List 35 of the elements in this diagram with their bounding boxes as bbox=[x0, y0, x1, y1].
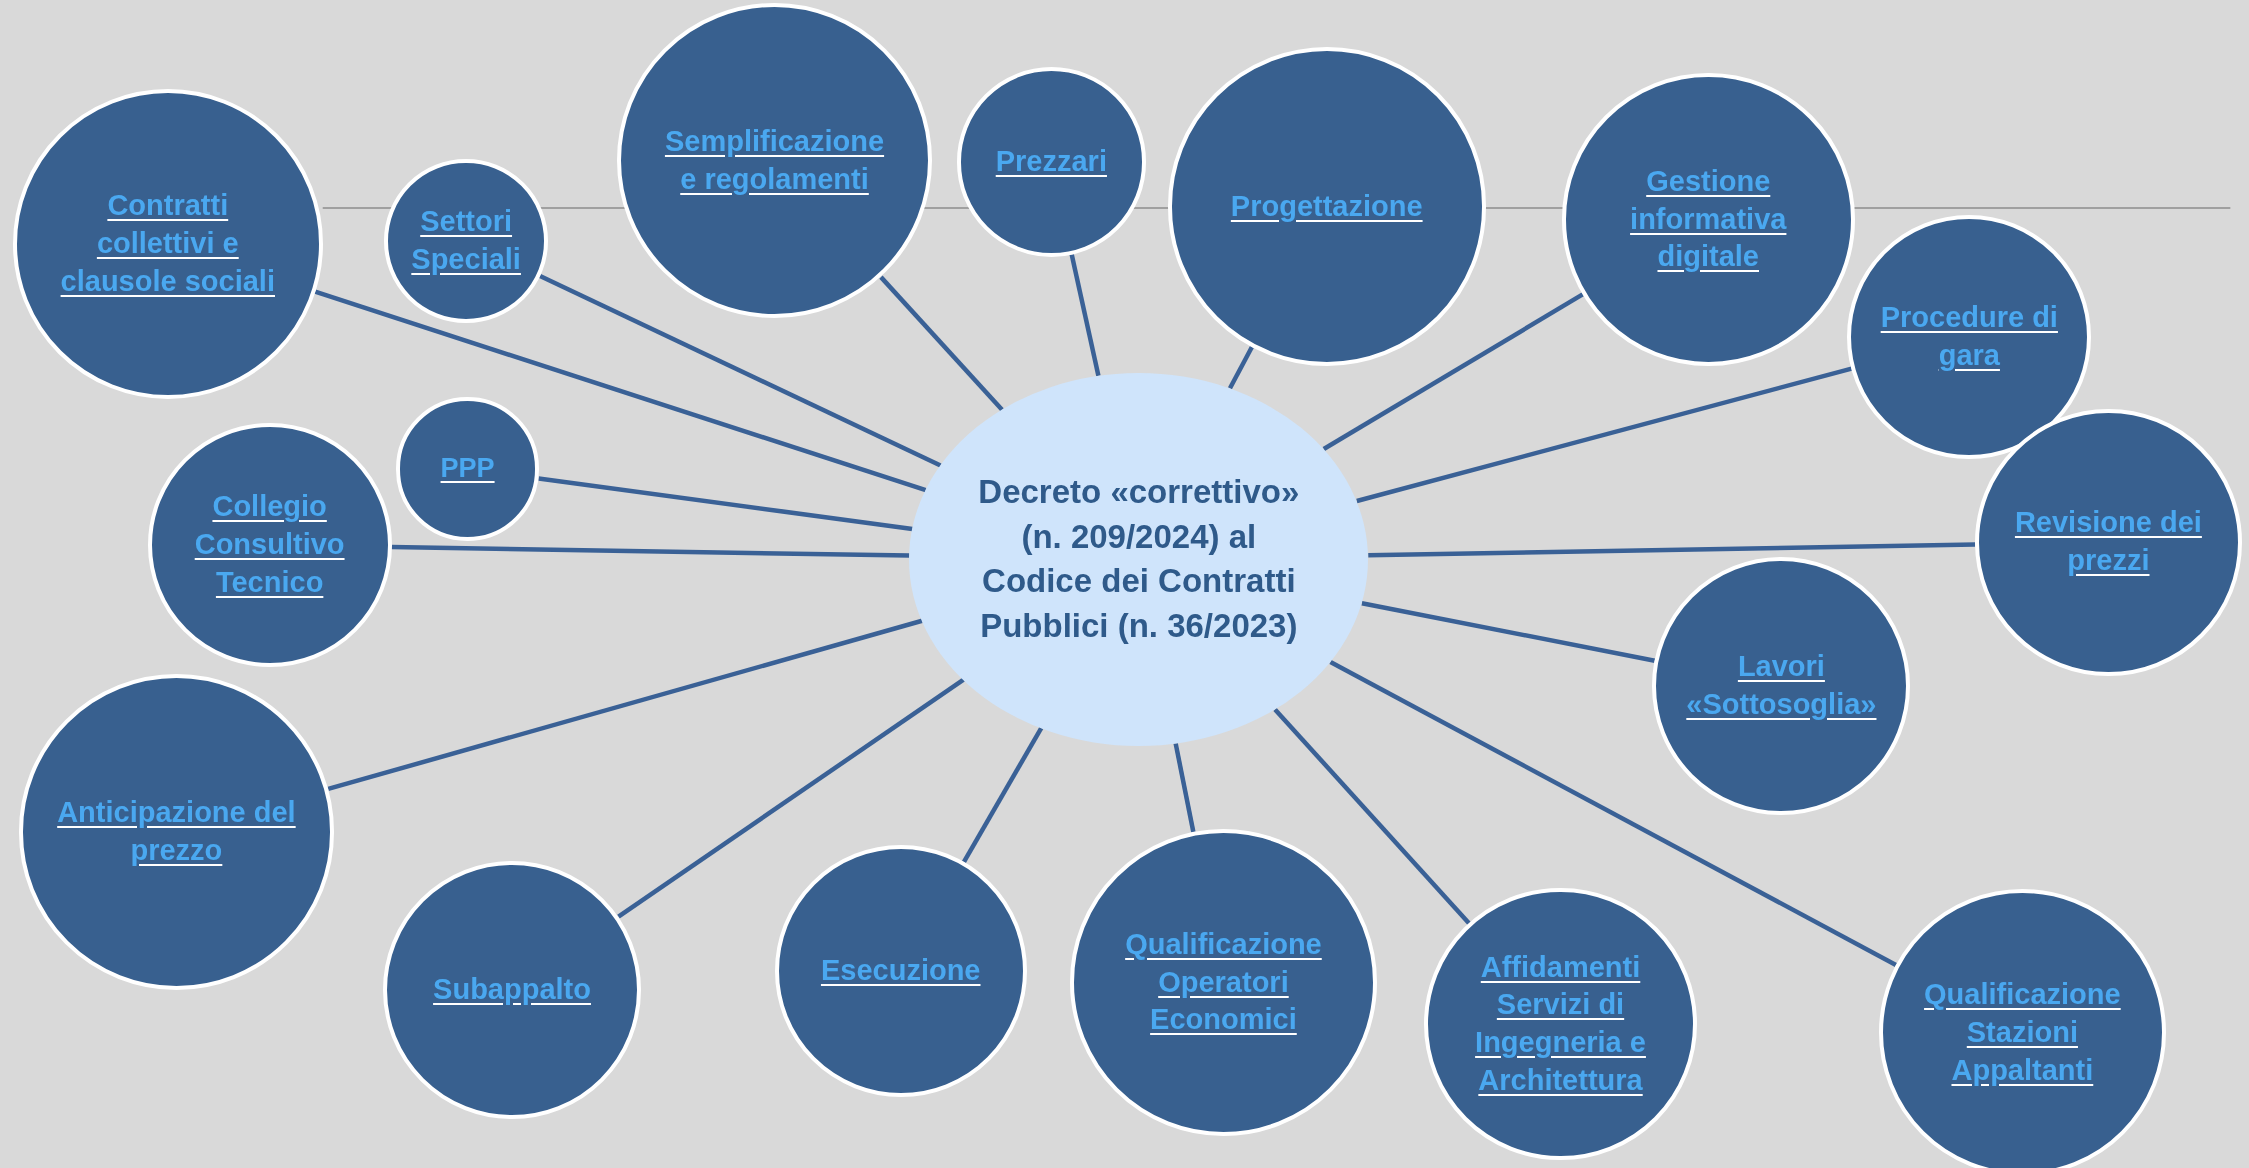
connector-line bbox=[1356, 366, 1853, 504]
topic-label: Prezzari bbox=[994, 144, 1108, 180]
topic-label: Anticipazione del prezzo bbox=[56, 795, 297, 868]
topic-label: Procedure di gara bbox=[1879, 300, 2059, 374]
topic-label: Affidamenti Servizi di Ingegneria e Architettura bbox=[1474, 949, 1647, 1098]
connector-line bbox=[538, 476, 913, 532]
topic-label: Progettazione bbox=[1229, 188, 1424, 224]
connector-line bbox=[617, 677, 965, 919]
connector-line bbox=[1329, 660, 1897, 967]
connector-line bbox=[879, 275, 1004, 412]
topic-label: Qualificazione Stazioni Appaltanti bbox=[1923, 977, 2122, 1088]
topic-label: Esecuzione bbox=[819, 953, 982, 989]
connector-line bbox=[1069, 254, 1101, 377]
connector-line bbox=[314, 289, 927, 493]
topic-label: Contratti collettivi e clausole sociali bbox=[59, 188, 276, 299]
connector-line bbox=[962, 727, 1044, 863]
topic-label: PPP bbox=[439, 452, 496, 486]
connector-line bbox=[1173, 743, 1196, 833]
topic-label: Revisione dei prezzi bbox=[2013, 505, 2203, 579]
topic-label: Settori Speciali bbox=[410, 204, 522, 277]
connector-line bbox=[1368, 542, 1976, 558]
topic-label: Lavori «Sottosoglia» bbox=[1685, 648, 1878, 722]
topic-label: Semplificazione e regolamenti bbox=[663, 123, 886, 197]
central-title: Decreto «correttivo» (n. 209/2024) al Codice dei Contratti Pubblici (n. 36/2023) bbox=[977, 472, 1301, 646]
connector-line bbox=[1322, 292, 1584, 451]
connector-line bbox=[1273, 707, 1471, 925]
topic-label: Gestione informativa digitale bbox=[1629, 163, 1788, 275]
connector-line bbox=[1228, 346, 1254, 390]
topic-label: Collegio Consultivo Tecnico bbox=[193, 489, 346, 600]
connector-line bbox=[1361, 601, 1656, 663]
connector-line bbox=[539, 273, 942, 468]
topic-label: Qualificazione Operatori Economici bbox=[1124, 926, 1323, 1038]
connector-line bbox=[391, 544, 910, 558]
topic-label: Subappalto bbox=[432, 971, 592, 1007]
connector-line bbox=[327, 618, 923, 792]
